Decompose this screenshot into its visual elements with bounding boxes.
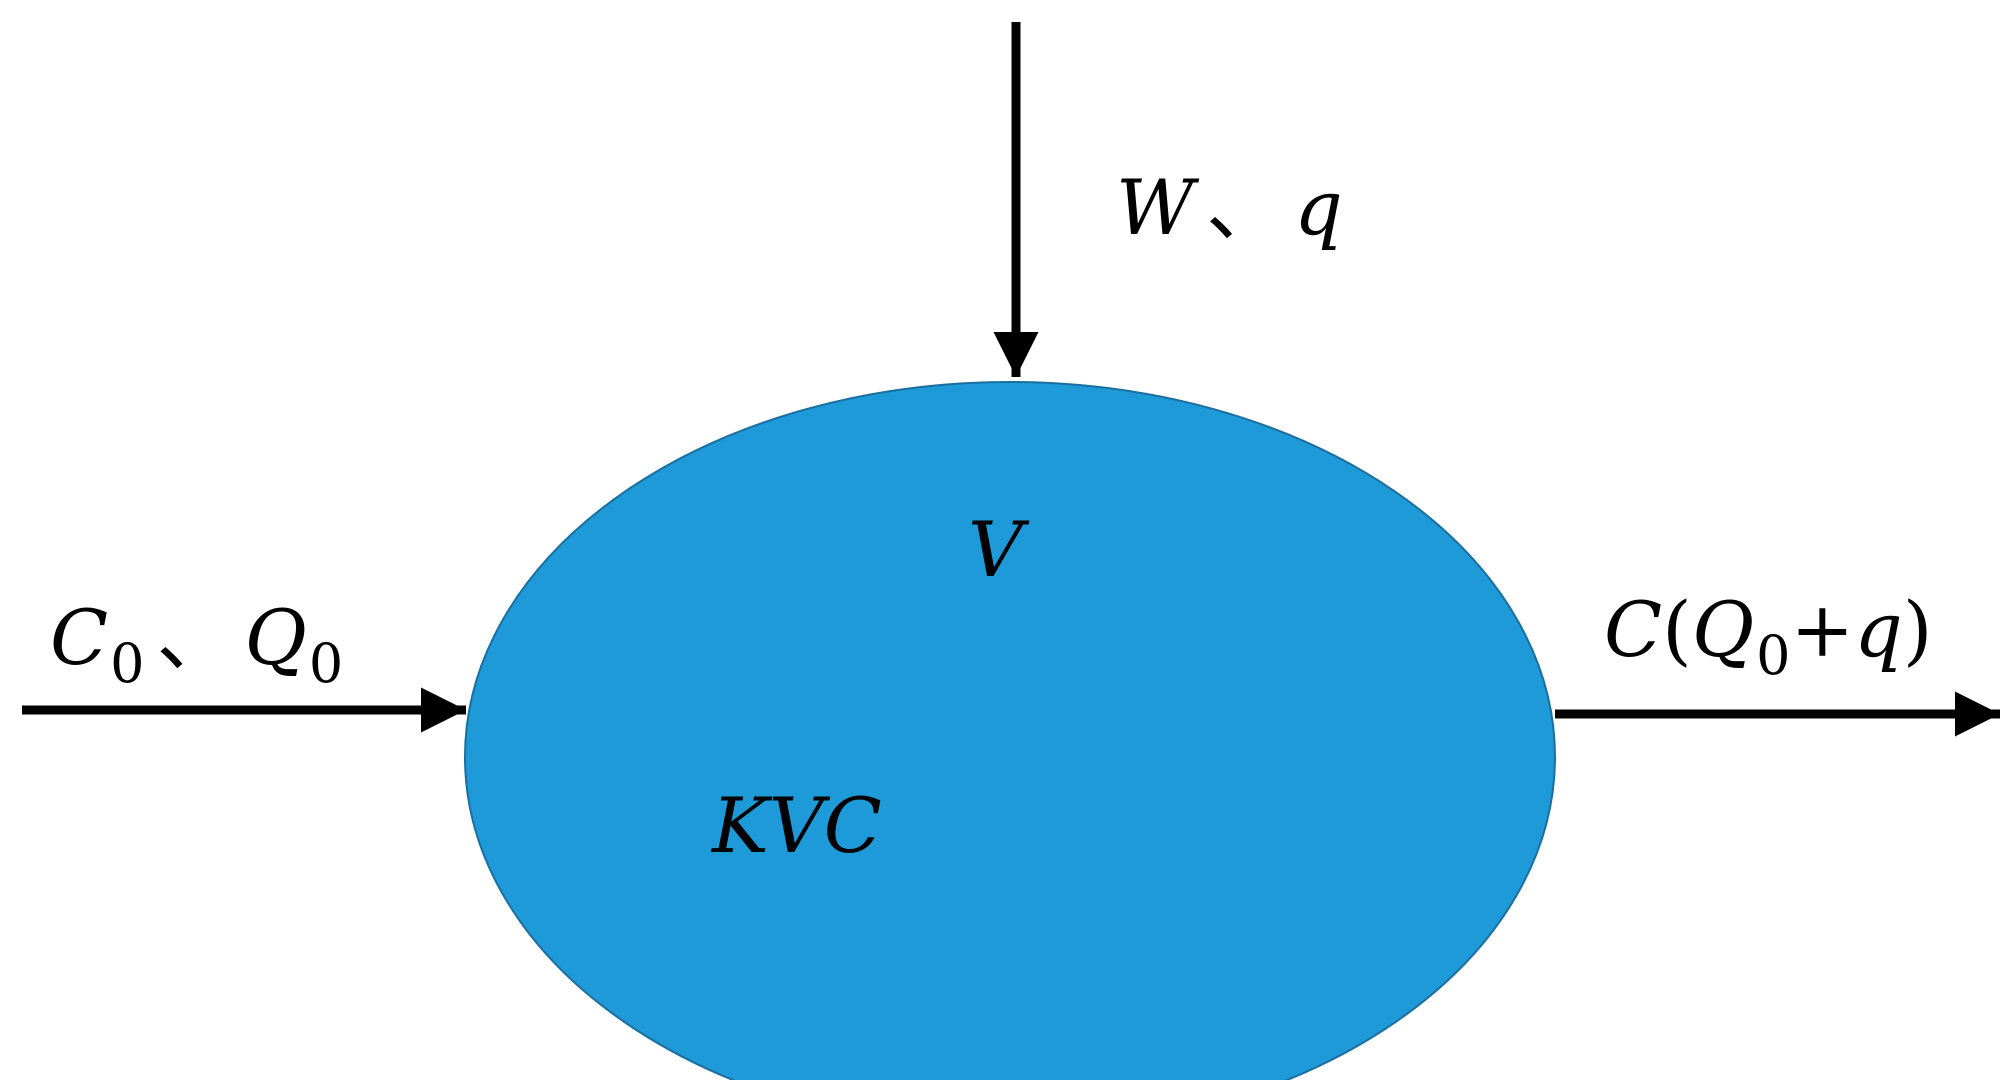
top-separator: 、 <box>1206 163 1283 252</box>
close-paren: ) <box>1902 585 1933 674</box>
open-paren: ( <box>1662 585 1692 674</box>
top-input-label: W、q <box>1116 170 1343 246</box>
q0-symbol: Q <box>244 593 307 682</box>
c-subscript: 0 <box>110 632 145 695</box>
decay-term-label: KVC <box>712 781 882 870</box>
left-separator: 、 <box>156 593 233 682</box>
w-symbol: W <box>1116 163 1195 252</box>
q0-subscript: 0 <box>308 632 344 695</box>
reactor-ellipse <box>464 381 1556 1080</box>
q-symbol: q <box>1294 163 1343 252</box>
out-small-q-symbol: q <box>1854 585 1903 674</box>
out-q-subscript: 0 <box>1756 624 1791 687</box>
volume-label: V <box>968 505 1023 594</box>
right-output-label: C(Q0+q) <box>1604 592 1932 683</box>
out-q-symbol: Q <box>1691 585 1755 674</box>
out-c-symbol: C <box>1604 585 1663 674</box>
c-symbol: C <box>50 593 109 682</box>
left-input-label: C0、Q0 <box>50 600 343 691</box>
plus-sign: + <box>1790 585 1855 674</box>
